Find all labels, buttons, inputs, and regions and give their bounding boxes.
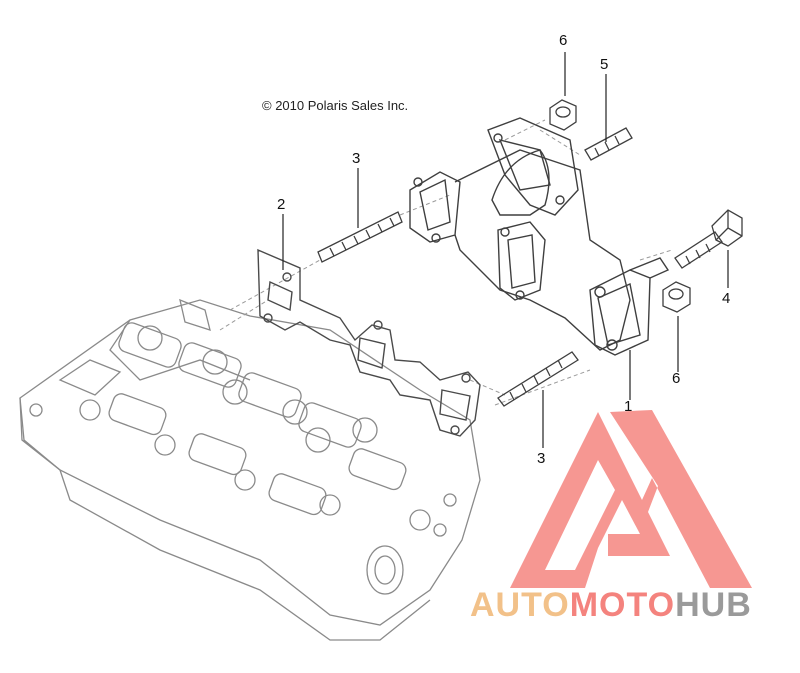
flange-bolt	[674, 209, 743, 269]
callout-lines	[282, 52, 729, 448]
callout-3-lower: 3	[537, 450, 546, 467]
cylinder-head-drawing	[19, 298, 481, 641]
nut-upper	[549, 99, 577, 131]
callout-3-upper: 3	[352, 150, 361, 167]
gasket-drawing	[257, 248, 481, 437]
callout-2: 2	[277, 196, 286, 213]
nut-lower	[662, 281, 691, 313]
callout-1: 1	[624, 398, 633, 415]
watermark-auto: AUTO	[470, 586, 570, 624]
watermark-hub: HUB	[675, 586, 752, 624]
stud-bolt-lower	[497, 351, 579, 407]
manifold-drawing	[409, 117, 670, 356]
callout-4: 4	[722, 290, 731, 307]
watermark-moto: MOTO	[569, 586, 676, 624]
automotohub-logo	[510, 410, 752, 588]
callout-5: 5	[600, 56, 609, 73]
stud-bolt-upper	[317, 211, 403, 263]
watermark-text: AUTOMOTOHUB	[470, 586, 752, 625]
callout-6-upper: 6	[559, 32, 568, 49]
leader-lines	[219, 119, 673, 406]
stud-bolt-short	[584, 127, 633, 161]
callout-6-lower: 6	[672, 370, 681, 387]
copyright-text: © 2010 Polaris Sales Inc.	[262, 98, 409, 113]
